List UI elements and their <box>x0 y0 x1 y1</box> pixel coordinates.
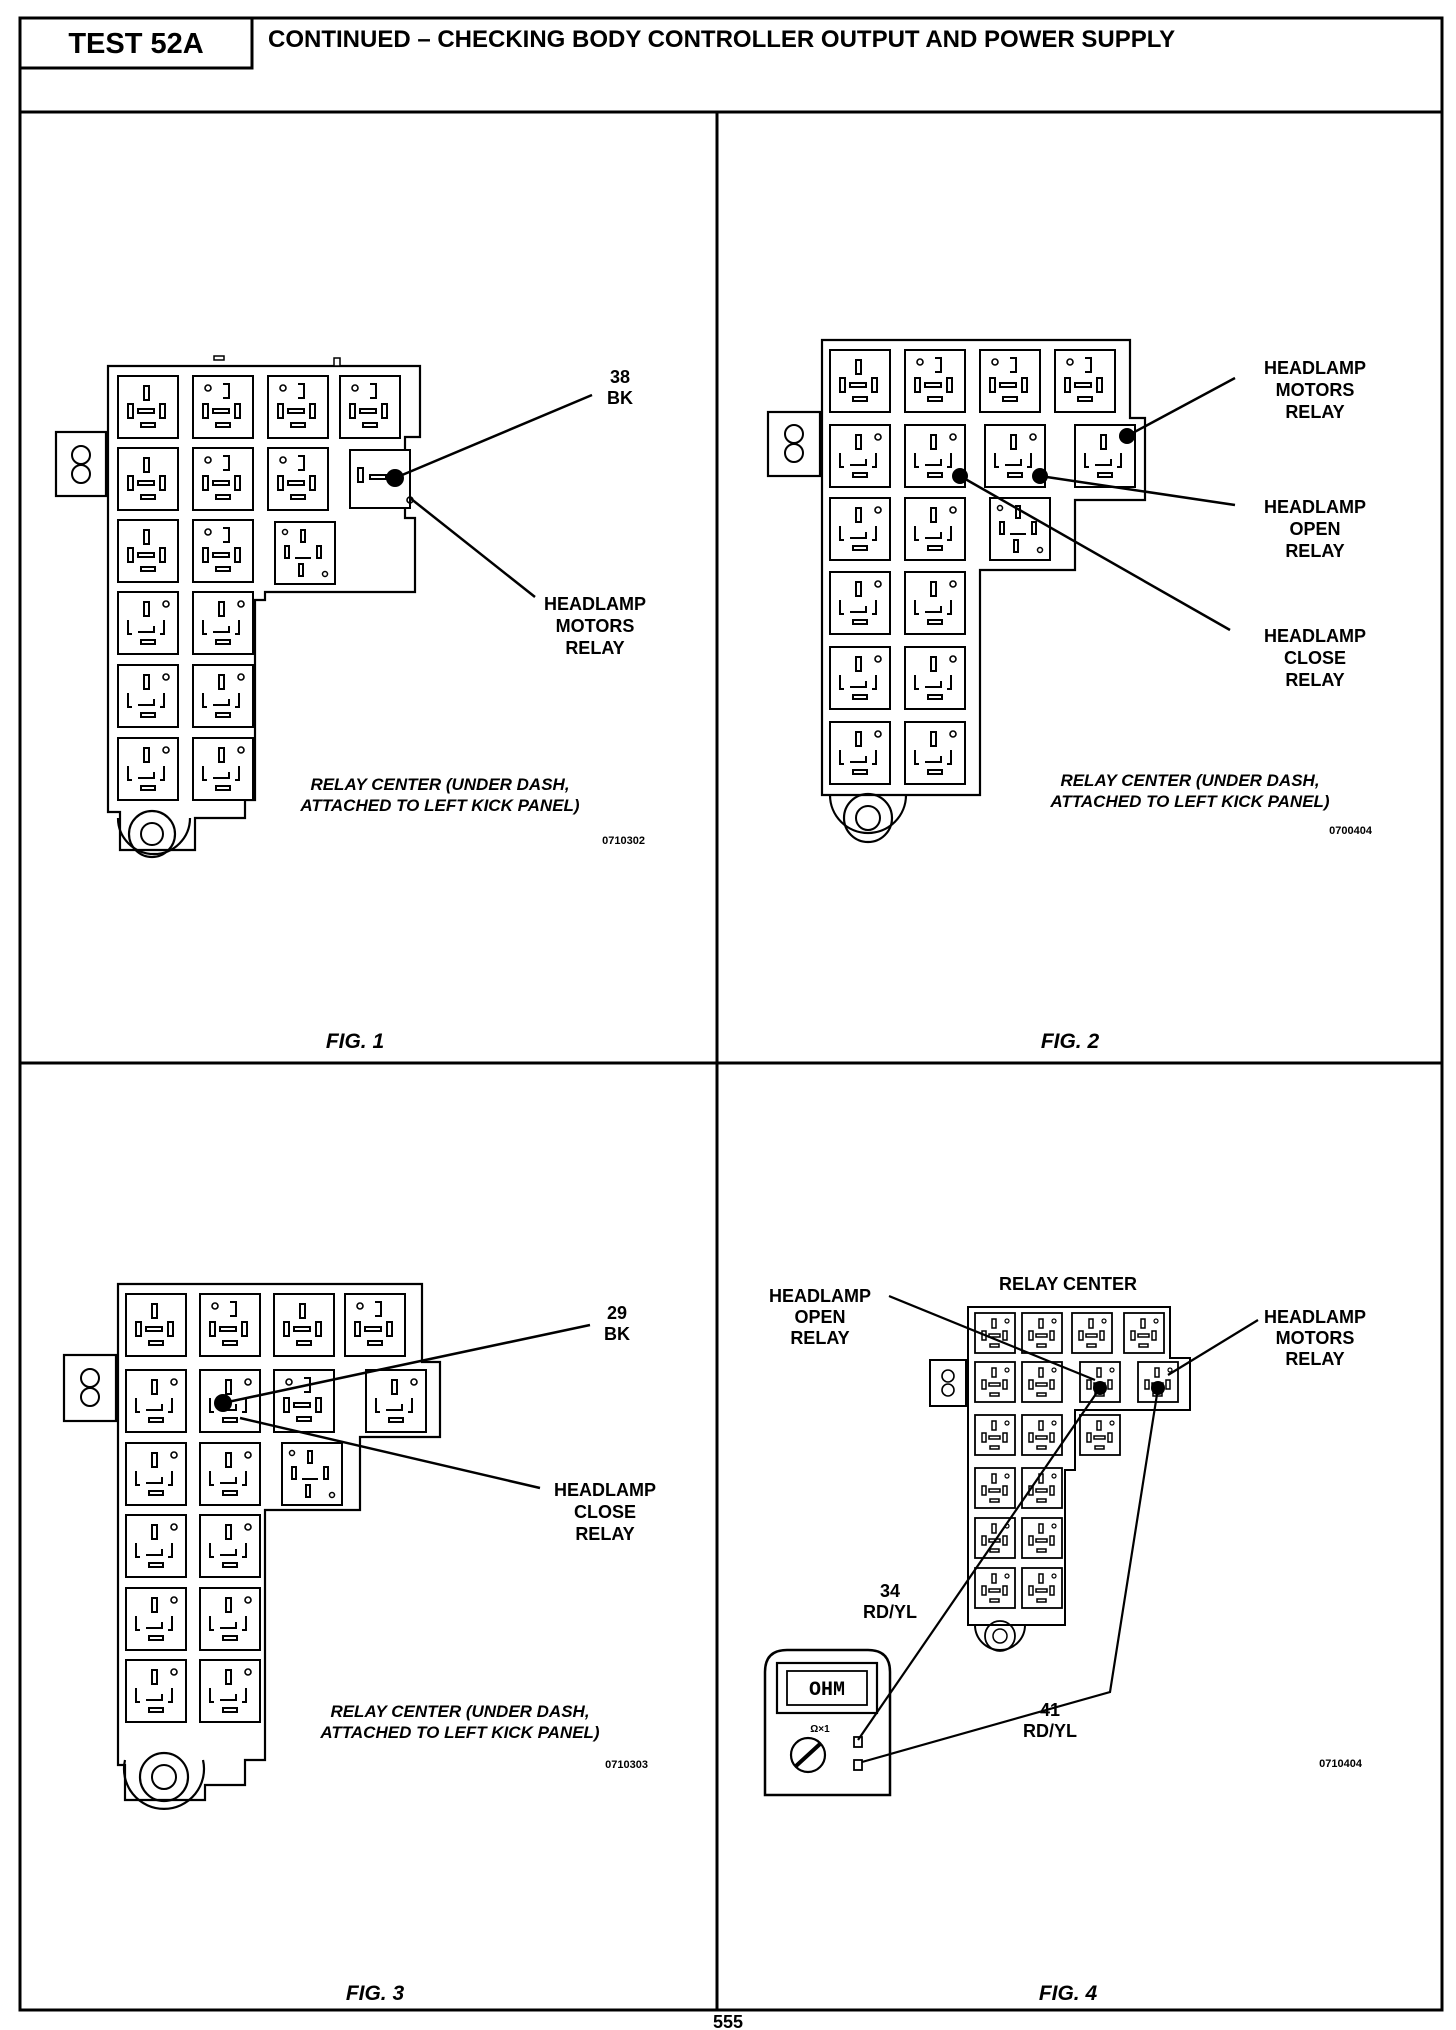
fig2-close-label-2: CLOSE <box>1284 648 1346 668</box>
fig2-location-1: RELAY CENTER (UNDER DASH, <box>1060 771 1319 790</box>
fig4-meter-jack-2 <box>853 1759 863 1771</box>
fig4-relay-center <box>929 1306 1191 1652</box>
fig2-close-label-1: HEADLAMP <box>1264 626 1366 646</box>
fig4-meter-range: Ω×1 <box>810 1724 830 1735</box>
fig1-location-2: ATTACHED TO LEFT KICK PANEL) <box>299 796 580 815</box>
test-id: TEST 52A <box>68 28 203 60</box>
fig1-relay-label-3: RELAY <box>565 638 624 658</box>
fig3-panel: 29 BK HEADLAMP CLOSE RELAY RELAY CENTER … <box>62 1282 656 2005</box>
fig3-location-1: RELAY CENTER (UNDER DASH, <box>330 1702 589 1721</box>
fig1-location-1: RELAY CENTER (UNDER DASH, <box>310 775 569 794</box>
fig4-motors-label-1: HEADLAMP <box>1264 1307 1366 1327</box>
fig1-mount-hole <box>127 809 177 859</box>
fig1-code: 0710302 <box>602 835 645 847</box>
fig2-code: 0700404 <box>1329 825 1373 837</box>
fig1-wire-color: BK <box>607 388 633 408</box>
fig4-panel: OHM Ω×1 RELAY CENTER HEADLAMP OPEN RELAY… <box>763 1274 1366 2005</box>
fig3-wire-color: BK <box>604 1324 630 1344</box>
fig4-meter-jack-1 <box>853 1736 863 1748</box>
fig1-relay-label-2: MOTORS <box>556 616 635 636</box>
fig3-relay-label-1: HEADLAMP <box>554 1480 656 1500</box>
fig1-panel: 38 BK HEADLAMP MOTORS RELAY RELAY CENTER… <box>54 355 646 1053</box>
fig4-mount-tab <box>929 1359 967 1407</box>
fig2-location-2: ATTACHED TO LEFT KICK PANEL) <box>1049 792 1330 811</box>
fig4-wire1-color: RD/YL <box>863 1602 917 1622</box>
fig4-wire2-number: 41 <box>1040 1700 1060 1720</box>
fig1-wire-number: 38 <box>610 367 630 387</box>
fig2-open-label-1: HEADLAMP <box>1264 497 1366 517</box>
fig3-wire-number: 29 <box>607 1303 627 1323</box>
fig4-caption: FIG. 4 <box>1039 1982 1098 2005</box>
fig4-wire1-number: 34 <box>880 1581 900 1601</box>
fig1-relay-label-1: HEADLAMP <box>544 594 646 614</box>
fig1-caption: FIG. 1 <box>326 1030 384 1053</box>
fig2-motors-label-2: MOTORS <box>1276 380 1355 400</box>
fig2-relay-center <box>766 338 1147 844</box>
fig4-open-label-3: RELAY <box>790 1328 849 1348</box>
fig4-lead-41 <box>861 1387 1160 1764</box>
page-number: 555 <box>713 2012 743 2030</box>
fig4-motors-label-3: RELAY <box>1285 1349 1344 1369</box>
fig2-close-label-3: RELAY <box>1285 670 1344 690</box>
fig2-open-label-2: OPEN <box>1289 519 1340 539</box>
fig3-relay-label-3: RELAY <box>575 1524 634 1544</box>
page-title: CONTINUED – CHECKING BODY CONTROLLER OUT… <box>268 26 1175 53</box>
fig4-wire2-color: RD/YL <box>1023 1721 1077 1741</box>
fig3-caption: FIG. 3 <box>346 1982 405 2005</box>
fig4-lead-34 <box>857 1387 1101 1741</box>
fig2-open-label-3: RELAY <box>1285 541 1344 561</box>
fig4-meter-display: OHM <box>809 1679 845 1702</box>
fig4-code: 0710404 <box>1319 1758 1363 1770</box>
fig1-wire-leader <box>394 393 593 480</box>
page-border <box>18 16 1444 2012</box>
fig1-relay-leader <box>409 497 536 598</box>
fig1-relay-center <box>54 355 422 859</box>
fig2-motors-label-3: RELAY <box>1285 402 1344 422</box>
fig2-panel: HEADLAMP MOTORS RELAY HEADLAMP OPEN RELA… <box>766 338 1373 1053</box>
fig4-open-label-1: HEADLAMP <box>769 1286 871 1306</box>
fig4-open-label-2: OPEN <box>794 1307 845 1327</box>
fig2-motors-label-1: HEADLAMP <box>1264 358 1366 378</box>
fig3-code: 0710303 <box>605 1759 648 1771</box>
fig4-relay-center: RELAY CENTER <box>999 1274 1137 1294</box>
fig4-ohmmeter: OHM Ω×1 <box>763 1648 892 1797</box>
fig2-caption: FIG. 2 <box>1041 1030 1100 1053</box>
fig3-relay-label-2: CLOSE <box>574 1502 636 1522</box>
fig4-motors-label-2: MOTORS <box>1276 1328 1355 1348</box>
test-id-box <box>18 16 254 70</box>
fig3-relay-center <box>62 1282 442 1810</box>
fig3-location-2: ATTACHED TO LEFT KICK PANEL) <box>319 1723 600 1742</box>
